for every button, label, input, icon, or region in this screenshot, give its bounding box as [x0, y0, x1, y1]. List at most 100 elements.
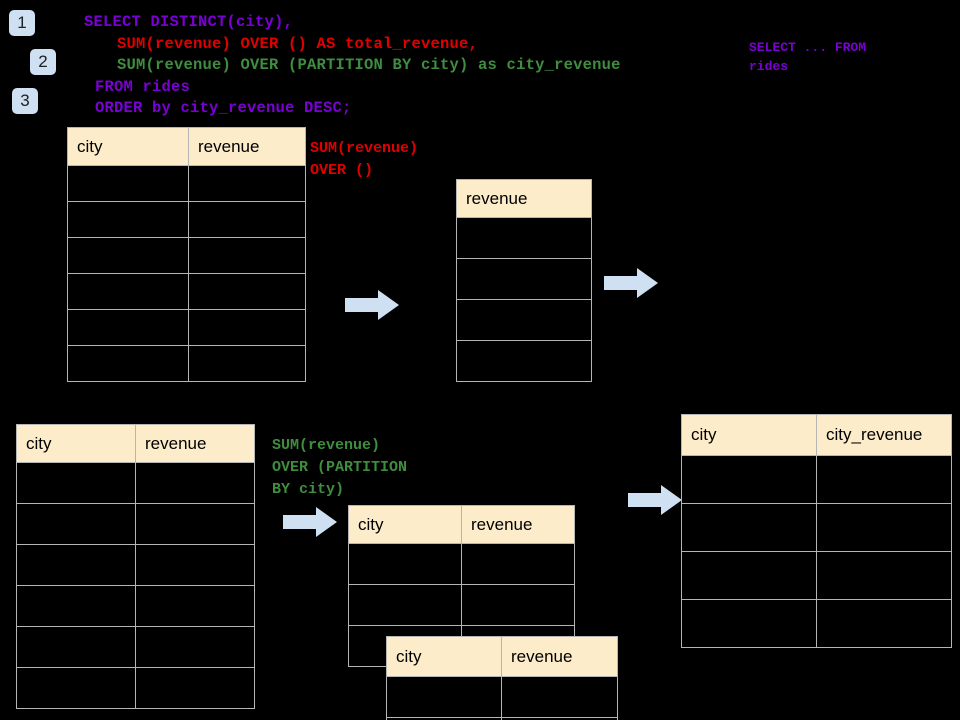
- table-row: [67, 201, 306, 238]
- table-row: [67, 345, 306, 382]
- table-cell: [135, 544, 255, 586]
- table-cell: [348, 543, 462, 585]
- sum-over-partition-note: SUM(revenue) OVER (PARTITION BY city): [272, 437, 408, 498]
- column-header: city: [348, 505, 462, 544]
- table-cell: [456, 217, 592, 259]
- table-cell: [456, 258, 592, 300]
- sql-line-5: ORDER by city_revenue DESC;: [95, 99, 352, 117]
- table-cell: [135, 667, 255, 709]
- column-header: city_revenue: [816, 414, 952, 456]
- table-cell: [816, 503, 952, 552]
- table-cell: [135, 503, 255, 545]
- table-row: [16, 503, 255, 545]
- column-header: revenue: [188, 127, 306, 166]
- table-cell: [681, 551, 817, 600]
- table-cell: [67, 201, 189, 238]
- table-cell: [67, 273, 189, 310]
- table-cell: [386, 676, 502, 718]
- step-badge-3: 3: [12, 88, 38, 114]
- table-cell: [67, 165, 189, 202]
- table-row: [386, 676, 618, 718]
- table-cell: [16, 544, 136, 586]
- table-row: [456, 340, 592, 382]
- table-cell: [816, 551, 952, 600]
- table-row: [456, 217, 592, 259]
- column-header: city: [67, 127, 189, 166]
- table-cell: [188, 345, 306, 382]
- table-row: [67, 165, 306, 202]
- table-cell: [188, 309, 306, 346]
- table-row: [16, 626, 255, 668]
- table-cell: [188, 273, 306, 310]
- table-cell: [456, 299, 592, 341]
- table-cell: [188, 201, 306, 238]
- table-row: [456, 258, 592, 300]
- sql-line-3: SUM(revenue) OVER (PARTITION BY city) as…: [117, 56, 621, 74]
- table-cell: [16, 667, 136, 709]
- column-header: revenue: [461, 505, 575, 544]
- table-cell: [456, 340, 592, 382]
- table-cell: [816, 455, 952, 504]
- table-cell: [16, 503, 136, 545]
- column-header: revenue: [501, 636, 618, 677]
- table-cell: [681, 599, 817, 648]
- column-header: revenue: [456, 179, 592, 218]
- table-cell: [67, 237, 189, 274]
- column-header: city: [681, 414, 817, 456]
- arrow-source-to-partition: [283, 505, 338, 539]
- table-cell: [681, 455, 817, 504]
- column-header: city: [386, 636, 502, 677]
- table-cell: [501, 717, 618, 720]
- table-cell: [188, 165, 306, 202]
- table-row: [16, 462, 255, 504]
- table-row: [681, 551, 952, 600]
- table-row: [16, 544, 255, 586]
- sql-line-1: SELECT DISTINCT(city),: [84, 13, 294, 31]
- table-row: [681, 503, 952, 552]
- table-row: [681, 455, 952, 504]
- table-row: [16, 667, 255, 709]
- step-badge-1: 1: [9, 10, 35, 36]
- table-cell: [67, 345, 189, 382]
- table-row: [681, 599, 952, 648]
- step-badge-2: 2: [30, 49, 56, 75]
- table-row: [386, 717, 618, 720]
- table-cell: [16, 626, 136, 668]
- table-row: [67, 237, 306, 274]
- arrow-source-to-revenue: [345, 288, 400, 322]
- sql-line-4: FROM rides: [95, 77, 191, 96]
- table-row: [67, 309, 306, 346]
- sql-query-block: SELECT DISTINCT(city), SUM(revenue) OVER …: [84, 12, 621, 120]
- table-cell: [135, 585, 255, 627]
- column-header: city: [16, 424, 136, 463]
- table-cell: [501, 676, 618, 718]
- table-row: [348, 584, 575, 626]
- table-cell: [461, 584, 575, 626]
- table-cell: [67, 309, 189, 346]
- table-header-row: revenue: [456, 179, 592, 218]
- table-cell: [135, 626, 255, 668]
- table-cell: [135, 462, 255, 504]
- table-cell: [16, 462, 136, 504]
- table-cell: [816, 599, 952, 648]
- table-row: [456, 299, 592, 341]
- table-cell: [188, 237, 306, 274]
- table-row: [16, 585, 255, 627]
- arrow-revenue-to-result: [604, 266, 659, 300]
- table-cell: [16, 585, 136, 627]
- table-cell: [461, 543, 575, 585]
- sum-over-empty-note: SUM(revenue) OVER (): [310, 140, 419, 179]
- revenue-table: revenue: [456, 179, 592, 382]
- table-cell: [681, 503, 817, 552]
- column-header: revenue: [135, 424, 255, 463]
